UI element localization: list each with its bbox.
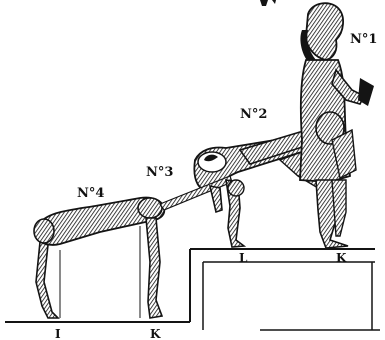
label-no2: N°2: [240, 107, 267, 122]
label-no4: N°4: [77, 186, 104, 201]
label-point-k-left: K: [150, 327, 161, 340]
figure-no4: [34, 197, 164, 318]
caption-fragment: [260, 0, 276, 6]
label-no3: N°3: [146, 165, 173, 180]
label-point-k-right: K: [336, 251, 347, 265]
label-point-l: L: [239, 251, 248, 265]
label-no1: N°1: [350, 32, 377, 47]
label-point-i: I: [55, 327, 61, 340]
stairs: [5, 249, 380, 330]
